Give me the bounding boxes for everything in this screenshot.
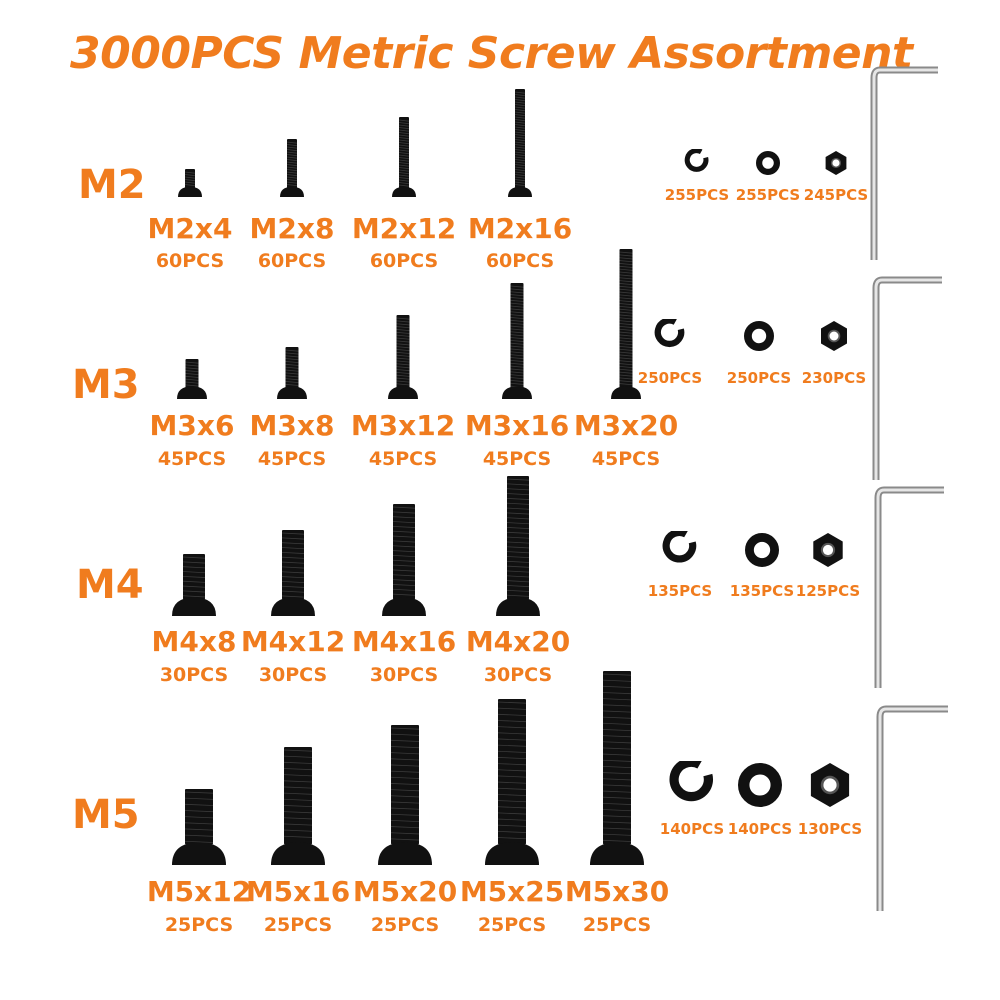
hex-nut-icon <box>813 533 843 567</box>
screw-size-label: M4x12 <box>240 625 346 658</box>
screw-size-label: M4x16 <box>351 625 457 658</box>
button-head-screw-icon <box>611 249 641 399</box>
screw-size-label: M4x8 <box>151 625 237 658</box>
button-head-screw-icon <box>485 699 539 865</box>
screw-size-label: M3x6 <box>149 409 235 442</box>
hex-nut-icon <box>821 321 847 351</box>
button-head-screw-icon <box>502 283 532 399</box>
button-head-screw-icon <box>271 747 325 865</box>
hex-nut-icon <box>810 763 850 807</box>
screw-quantity: 25PCS <box>370 914 440 936</box>
row-label-m3: M3 <box>72 362 140 408</box>
screw-size-label: M2x12 <box>351 212 457 245</box>
button-head-screw-icon <box>590 671 644 865</box>
flat-washer-icon <box>745 533 779 567</box>
row-label-m2: M2 <box>78 162 146 208</box>
button-head-screw-icon <box>172 554 216 616</box>
screw-size-label: M5x20 <box>352 875 458 908</box>
screw-size-label: M3x16 <box>464 409 570 442</box>
screw-size-label: M5x16 <box>245 875 351 908</box>
flat-washer-icon <box>737 762 783 808</box>
row-label-m4: M4 <box>76 562 144 608</box>
split-lock-washer-quantity: 250PCS <box>637 369 703 387</box>
button-head-screw-icon <box>280 139 304 197</box>
split-lock-washer-quantity: 255PCS <box>664 186 730 204</box>
screw-size-label: M4x20 <box>465 625 571 658</box>
hex-key-icon <box>872 276 942 480</box>
screw-size-label: M2x8 <box>249 212 335 245</box>
button-head-screw-icon <box>277 347 307 399</box>
flat-washer-quantity: 140PCS <box>727 820 793 838</box>
button-head-screw-icon <box>508 89 532 197</box>
hex-key-icon <box>874 486 944 688</box>
screw-size-label: M3x8 <box>249 409 335 442</box>
button-head-screw-icon <box>496 476 540 616</box>
flat-washer-icon <box>743 320 775 352</box>
screw-quantity: 45PCS <box>591 448 661 470</box>
screw-quantity: 45PCS <box>257 448 327 470</box>
screw-size-label: M5x25 <box>459 875 565 908</box>
split-lock-washer-quantity: 135PCS <box>647 582 713 600</box>
hex-key-icon <box>870 66 938 260</box>
button-head-screw-icon <box>271 530 315 616</box>
screw-quantity: 60PCS <box>369 250 439 272</box>
button-head-screw-icon <box>378 725 432 865</box>
flat-washer-icon <box>755 150 781 176</box>
split-lock-washer-quantity: 140PCS <box>659 820 725 838</box>
screw-quantity: 25PCS <box>263 914 333 936</box>
flat-washer-quantity: 255PCS <box>735 186 801 204</box>
screw-size-label: M3x20 <box>573 409 679 442</box>
split-lock-washer-icon <box>684 149 709 172</box>
split-lock-washer-icon <box>662 531 697 563</box>
screw-quantity: 30PCS <box>258 664 328 686</box>
hex-nut-icon <box>825 151 847 175</box>
hex-nut-quantity: 230PCS <box>801 369 867 387</box>
screw-quantity: 25PCS <box>582 914 652 936</box>
hex-nut-quantity: 130PCS <box>797 820 863 838</box>
screw-quantity: 25PCS <box>477 914 547 936</box>
screw-quantity: 30PCS <box>369 664 439 686</box>
hex-nut-quantity: 245PCS <box>803 186 869 204</box>
screw-quantity: 25PCS <box>164 914 234 936</box>
screw-quantity: 30PCS <box>159 664 229 686</box>
screw-quantity: 60PCS <box>257 250 327 272</box>
button-head-screw-icon <box>172 789 226 865</box>
split-lock-washer-icon <box>669 761 713 802</box>
hex-nut-quantity: 125PCS <box>795 582 861 600</box>
screw-size-label: M5x30 <box>564 875 670 908</box>
screw-quantity: 45PCS <box>482 448 552 470</box>
page-title: 3000PCS Metric Screw Assortment <box>70 28 913 79</box>
split-lock-washer-icon <box>654 319 685 348</box>
row-label-m5: M5 <box>72 792 140 838</box>
button-head-screw-icon <box>392 117 416 197</box>
screw-size-label: M3x12 <box>350 409 456 442</box>
screw-size-label: M2x4 <box>147 212 233 245</box>
screw-size-label: M2x16 <box>467 212 573 245</box>
screw-quantity: 60PCS <box>155 250 225 272</box>
screw-quantity: 45PCS <box>368 448 438 470</box>
hex-key-icon <box>876 705 948 911</box>
button-head-screw-icon <box>178 169 202 197</box>
button-head-screw-icon <box>388 315 418 399</box>
screw-quantity: 45PCS <box>157 448 227 470</box>
screw-quantity: 60PCS <box>485 250 555 272</box>
flat-washer-quantity: 250PCS <box>726 369 792 387</box>
button-head-screw-icon <box>382 504 426 616</box>
screw-size-label: M5x12 <box>146 875 252 908</box>
screw-quantity: 30PCS <box>483 664 553 686</box>
button-head-screw-icon <box>177 359 207 399</box>
flat-washer-quantity: 135PCS <box>729 582 795 600</box>
